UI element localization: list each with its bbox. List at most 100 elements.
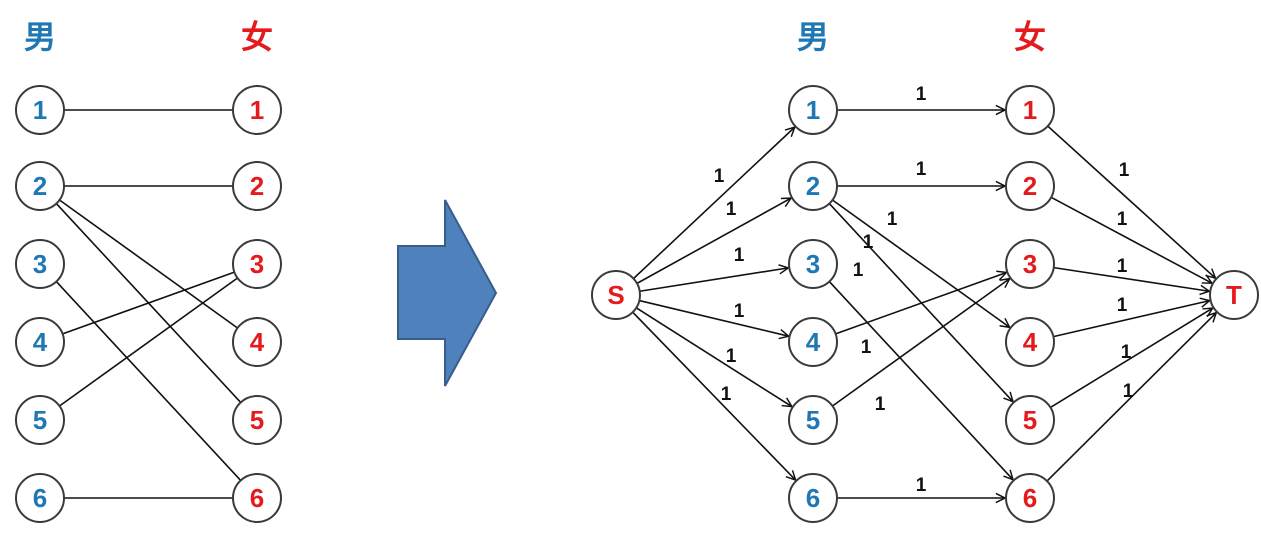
left-woman-node-5-label: 5	[250, 405, 264, 435]
match-edge-m5-w3	[832, 279, 1009, 407]
flow-man-node-4: 4	[788, 317, 838, 367]
source-edge-m1	[632, 127, 794, 280]
match-capacity-3: 1	[887, 209, 898, 230]
left-woman-node-3-label: 3	[250, 249, 264, 279]
left-man-node-4: 4	[15, 317, 65, 367]
right-female-header: 女	[1014, 18, 1046, 56]
flow-man-node-5-label: 5	[806, 405, 820, 435]
left-man-node-2: 2	[15, 161, 65, 211]
match-capacity-1: 1	[916, 84, 927, 105]
source-edge-m5	[635, 307, 792, 407]
left-man-node-6: 6	[15, 473, 65, 523]
sink-edge-w4	[1053, 301, 1209, 338]
flow-woman-node-1-label: 1	[1023, 95, 1037, 125]
source-node-label: S	[607, 280, 624, 310]
match-capacity-4: 1	[863, 232, 874, 253]
left-woman-node-1-label: 1	[250, 95, 264, 125]
left-woman-node-2-label: 2	[250, 171, 264, 201]
flow-woman-node-4: 4	[1005, 317, 1055, 367]
left-woman-node-4-label: 4	[250, 327, 265, 357]
flow-man-node-6-label: 6	[806, 483, 820, 513]
flow-man-node-2: 2	[788, 161, 838, 211]
source-capacity-3: 1	[734, 245, 745, 266]
flow-woman-node-3-label: 3	[1023, 249, 1037, 279]
sink-node-label: T	[1226, 280, 1242, 310]
flow-woman-node-5: 5	[1005, 395, 1055, 445]
left-woman-node-5: 5	[232, 395, 282, 445]
left-man-node-1-label: 1	[33, 95, 47, 125]
left-edge-m3-w6	[55, 281, 242, 481]
match-edge-m3-w6	[828, 281, 1013, 480]
source-capacity-4: 1	[734, 301, 745, 322]
left-edge-m5-w3	[59, 277, 238, 407]
sink-capacity-3: 1	[1117, 256, 1128, 277]
left-bipartite-graph: 1 2 3 4 5 6 1 2 3 4 5 6 男 女	[15, 18, 282, 523]
sink-edge-w1	[1047, 125, 1216, 278]
sink-capacity-1: 1	[1119, 160, 1130, 181]
flow-woman-node-1: 1	[1005, 85, 1055, 135]
left-man-node-3: 3	[15, 239, 65, 289]
flow-man-node-5: 5	[788, 395, 838, 445]
source-capacity-2: 1	[726, 199, 737, 220]
flow-woman-node-2: 2	[1005, 161, 1055, 211]
left-edge-m2-w4	[59, 199, 238, 329]
match-capacity-7: 1	[875, 394, 886, 415]
left-man-node-3-label: 3	[33, 249, 47, 279]
sink-node: T	[1209, 270, 1259, 320]
left-woman-node-1: 1	[232, 85, 282, 135]
flow-woman-node-2-label: 2	[1023, 171, 1037, 201]
flow-man-node-4-label: 4	[806, 327, 821, 357]
flow-man-node-2-label: 2	[806, 171, 820, 201]
match-capacity-5: 1	[853, 260, 864, 281]
source-edge-m3	[639, 268, 789, 293]
match-edge-m4-w3	[835, 272, 1007, 335]
flow-man-node-3-label: 3	[806, 249, 820, 279]
left-man-node-2-label: 2	[33, 171, 47, 201]
left-woman-node-6-label: 6	[250, 483, 264, 513]
source-edge-m4	[639, 299, 788, 337]
flow-woman-node-3: 3	[1005, 239, 1055, 289]
left-woman-node-3: 3	[232, 239, 282, 289]
source-capacity-6: 1	[721, 384, 732, 405]
sink-edge-w3	[1053, 266, 1210, 292]
sink-edge-w2	[1050, 196, 1212, 283]
sink-capacity-5: 1	[1121, 342, 1132, 363]
flow-man-node-1: 1	[788, 85, 838, 135]
flow-woman-node-6-label: 6	[1023, 483, 1037, 513]
flow-woman-node-5-label: 5	[1023, 405, 1037, 435]
right-arrow-icon	[397, 199, 498, 387]
source-capacity-1: 1	[714, 166, 725, 187]
match-capacity-8: 1	[916, 475, 927, 496]
left-man-node-5: 5	[15, 395, 65, 445]
source-node: S	[591, 270, 641, 320]
match-capacity-6: 1	[861, 337, 872, 358]
left-edges	[55, 109, 242, 499]
left-female-header: 女	[241, 18, 273, 56]
left-woman-node-2: 2	[232, 161, 282, 211]
left-man-node-4-label: 4	[33, 327, 48, 357]
flow-nodes: S T 1 2 3 4 5 6 1 2 3 4 5 6	[591, 85, 1259, 523]
sink-capacity-6: 1	[1123, 381, 1134, 402]
left-woman-node-6: 6	[232, 473, 282, 523]
left-male-header: 男	[24, 18, 56, 56]
flow-woman-node-4-label: 4	[1023, 327, 1038, 357]
source-edge-m6	[632, 311, 796, 480]
left-man-node-6-label: 6	[33, 483, 47, 513]
match-capacity-2: 1	[916, 159, 927, 180]
flow-man-node-6: 6	[788, 473, 838, 523]
left-woman-node-4: 4	[232, 317, 282, 367]
source-capacity-5: 1	[726, 346, 737, 367]
sink-capacity-2: 1	[1117, 209, 1128, 230]
flow-man-node-3: 3	[788, 239, 838, 289]
source-edge-m2	[636, 198, 791, 285]
sink-edge-w5	[1050, 308, 1212, 409]
match-edge-m2-w4	[832, 199, 1009, 327]
flow-edges	[632, 110, 1217, 498]
sink-capacity-4: 1	[1117, 295, 1128, 316]
left-nodes: 1 2 3 4 5 6 1 2 3 4 5 6	[15, 85, 282, 523]
left-edge-m4-w3	[62, 271, 235, 335]
right-male-header: 男	[797, 18, 829, 56]
